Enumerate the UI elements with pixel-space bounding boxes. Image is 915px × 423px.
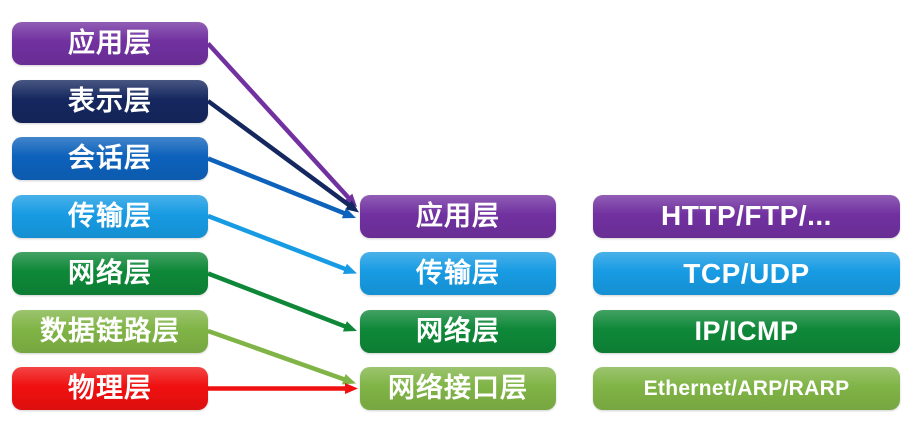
tcpip-layer-application: 应用层	[360, 194, 556, 238]
arrow-line-应用层-to-应用层	[206, 41, 352, 201]
arrow-head-传输层-to-传输层	[342, 263, 357, 274]
arrow-line-数据链路层-to-网络接口层	[207, 328, 347, 382]
arrow-line-传输层-to-传输层	[207, 213, 348, 272]
osi-layer-datalink-label: 数据链路层	[40, 315, 180, 346]
arrow-head-物理层-to-网络接口层	[345, 383, 358, 394]
protocols-network-interface: Ethernet/ARP/RARP	[593, 367, 900, 410]
arrow-head-数据链路层-to-网络接口层	[341, 373, 356, 385]
osi-layer-transport-label: 传输层	[68, 200, 152, 231]
arrow-head-网络层-to-网络层	[342, 321, 357, 332]
arrow-head-表示层-to-应用层	[345, 200, 359, 213]
osi-layer-application: 应用层	[12, 22, 208, 65]
osi-layer-network-label: 网络层	[68, 258, 152, 288]
osi-layer-presentation-label: 表示层	[68, 85, 152, 116]
osi-layer-physical: 物理层	[12, 367, 208, 410]
arrow-line-表示层-to-应用层	[206, 99, 352, 208]
arrow-head-会话层-to-应用层	[341, 208, 356, 219]
osi-layer-transport: 传输层	[12, 194, 208, 238]
protocols-application: HTTP/FTP/...	[593, 194, 900, 238]
tcpip-layer-network-interface-label: 网络接口层	[388, 373, 528, 403]
protocols-network-interface-label: Ethernet/ARP/RARP	[643, 377, 850, 400]
osi-layer-application-label: 应用层	[68, 28, 152, 58]
tcpip-layer-network-interface: 网络接口层	[360, 367, 556, 410]
tcpip-layer-transport-label: 传输层	[416, 258, 500, 288]
protocols-application-label: HTTP/FTP/...	[661, 200, 832, 231]
tcpip-layer-transport: 传输层	[360, 252, 556, 295]
osi-layer-network: 网络层	[12, 252, 208, 295]
tcpip-layer-network-label: 网络层	[416, 315, 500, 346]
tcpip-layer-application-label: 应用层	[416, 200, 500, 231]
osi-layer-physical-label: 物理层	[68, 373, 152, 403]
tcpip-layer-network: 网络层	[360, 309, 556, 353]
arrow-head-应用层-to-应用层	[344, 193, 357, 207]
osi-layer-session: 会话层	[12, 137, 208, 180]
arrow-line-会话层-to-应用层	[207, 156, 347, 216]
osi-layer-session-label: 会话层	[68, 143, 152, 173]
protocols-transport-label: TCP/UDP	[683, 257, 810, 289]
protocols-network: IP/ICMP	[593, 309, 900, 353]
arrow-line-网络层-to-网络层	[207, 271, 348, 330]
osi-layer-presentation: 表示层	[12, 79, 208, 123]
protocols-transport: TCP/UDP	[593, 252, 900, 295]
protocols-network-label: IP/ICMP	[694, 315, 799, 346]
osi-layer-datalink: 数据链路层	[12, 309, 208, 353]
